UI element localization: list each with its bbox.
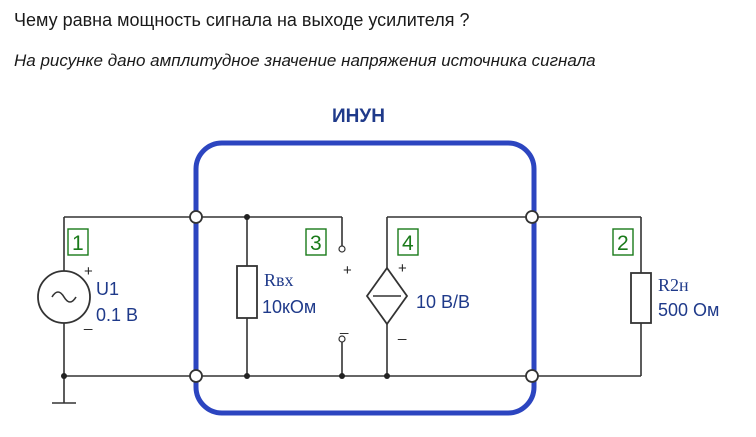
input-plus-sign: + bbox=[343, 262, 352, 279]
node-label-3: 3 bbox=[305, 228, 327, 256]
node-number-2: 2 bbox=[617, 232, 629, 255]
question-subtitle: На рисунке дано амплитудное значение нап… bbox=[14, 51, 596, 70]
node-label-2: 2 bbox=[612, 228, 634, 256]
input-resistor-value: 10кОм bbox=[262, 297, 316, 317]
node-number-1: 1 bbox=[72, 232, 84, 255]
load-resistor-value: 500 Ом bbox=[658, 300, 719, 320]
node-number-3: 3 bbox=[310, 232, 322, 255]
wires bbox=[52, 216, 642, 404]
node-number-4: 4 bbox=[402, 232, 414, 255]
source-name: U1 bbox=[96, 279, 119, 299]
node-label-1: 1 bbox=[67, 228, 89, 256]
amplifier-block bbox=[193, 140, 537, 416]
junction-dots bbox=[61, 214, 390, 379]
source-minus-sign: _ bbox=[83, 314, 93, 331]
dependent-source-value: 10 В/В bbox=[416, 292, 470, 312]
load-resistor-name: R2н bbox=[658, 275, 689, 295]
input-resistor-name: Rвх bbox=[264, 270, 294, 290]
terminals bbox=[189, 210, 539, 383]
input-resistor-icon bbox=[236, 265, 258, 319]
input-minus-sign: _ bbox=[339, 318, 349, 335]
sine-wave-icon bbox=[51, 291, 77, 303]
input-terminals bbox=[338, 245, 346, 343]
amplifier-label: ИНУН bbox=[332, 106, 385, 127]
dependent-minus-sign: _ bbox=[397, 324, 407, 341]
node-label-4: 4 bbox=[397, 228, 419, 256]
load-resistor-icon bbox=[630, 272, 652, 324]
dependent-plus-sign: + bbox=[398, 260, 407, 277]
source-value: 0.1 В bbox=[96, 305, 138, 325]
question-title: Чему равна мощность сигнала на выходе ус… bbox=[14, 10, 470, 30]
source-plus-sign: + bbox=[84, 263, 93, 280]
